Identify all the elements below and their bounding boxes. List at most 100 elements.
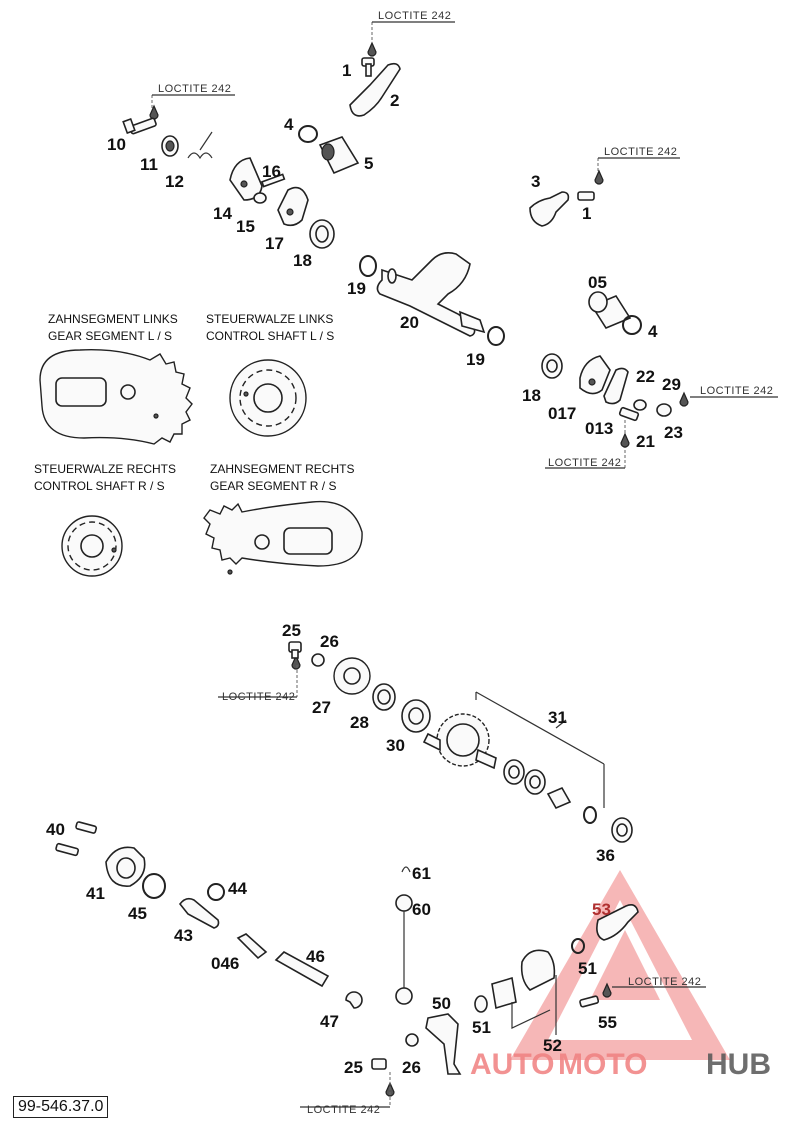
part-number: 21 [636,432,655,451]
watermark-text: AUTO MOTO HUB [470,1048,771,1081]
svg-text:LOCTITE 242: LOCTITE 242 [222,691,295,703]
loctite-label-55: LOCTITE 242 [612,976,706,988]
caption-control-shaft-rs: CONTROL SHAFT R / S [34,479,165,493]
part-number: 013 [585,419,613,438]
washer-26-bottom [405,1033,419,1047]
caption-gear-segment-ls: GEAR SEGMENT L / S [48,329,172,343]
bushing-18-top [309,219,335,249]
housing-41 [105,846,146,887]
control-shaft-right-reference [61,515,123,577]
part-number: 14 [213,204,232,223]
bushing-18-right [541,353,563,379]
part-number: 51 [472,1018,491,1037]
shift-drum-52 [491,949,556,1010]
o-ring-19-bottom [487,326,505,346]
part-number: 20 [400,313,419,332]
part-number: 017 [548,404,576,423]
svg-text:LOCTITE 242: LOCTITE 242 [604,146,677,158]
part-number: 11 [140,155,158,174]
bracket-52 [511,975,557,1035]
part-number: 44 [228,879,247,898]
loctite-label-lower-mid: LOCTITE 242 [545,420,626,469]
part-number: 5 [364,154,373,173]
ring-31d [583,806,597,824]
caption-steuerwalze-rechts: STEUERWALZE RECHTS [34,462,176,476]
part-number: 1 [342,61,351,80]
ring-31a [503,759,525,785]
washer-11 [161,135,179,157]
caption-control-shaft-ls: CONTROL SHAFT L / S [206,329,334,343]
part-number: 29 [662,375,681,394]
part-number: 4 [284,115,294,134]
rod-60 [395,894,413,1005]
washer-26-top [311,653,325,667]
pin-61 [401,866,411,873]
svg-text:LOCTITE 242: LOCTITE 242 [307,1104,380,1116]
part-number: 16 [262,162,281,181]
part-number: 45 [128,904,147,923]
screw-25-bottom [371,1058,387,1070]
spring-46 [274,951,330,988]
plate-14 [229,157,263,201]
svg-text:LOCTITE 242: LOCTITE 242 [628,976,701,988]
washer-22 [633,399,647,411]
part-number: 28 [350,713,369,732]
svg-text:LOCTITE 242: LOCTITE 242 [158,83,231,95]
plunger-43 [178,897,220,929]
part-number: 1 [582,204,591,223]
svg-text:HUB: HUB [706,1048,771,1081]
o-ring-44 [207,883,225,901]
loctite-label-right-mid: LOCTITE 242 [690,385,778,398]
part-number: 47 [320,1012,339,1031]
part-number: 26 [320,632,339,651]
lever-53 [596,904,639,941]
bracket-31 [475,691,605,808]
loctite-label-25-top: LOCTITE 242 [218,665,298,703]
caption-gear-segment-rs: GEAR SEGMENT R / S [210,479,336,493]
caption-zahnsegment-links: ZAHNSEGMENT LINKS [48,312,178,326]
gear-27 [333,657,371,695]
part-number: 61 [412,864,431,883]
lever-50 [425,1013,462,1075]
ring-31b [524,769,546,795]
part-number: 17 [265,234,284,253]
part-number: 52 [543,1036,562,1055]
part-number: 19 [466,350,485,369]
part-number: 046 [211,954,239,973]
screw-25-top [288,641,302,659]
screw-21 [618,406,640,422]
spring-12 [187,131,213,160]
part-number: 36 [596,846,615,865]
bolt-40 [75,821,98,834]
part-number: 43 [174,926,193,945]
bushing-31c [546,786,572,810]
washer-51-left [474,995,488,1013]
part-number: 27 [312,698,331,717]
svg-text:MOTO: MOTO [558,1048,647,1081]
part-number: 26 [402,1058,421,1077]
lever-2 [349,62,401,117]
bearing-36 [611,817,633,843]
bearing-30 [401,699,431,733]
svg-text:AUTO: AUTO [470,1048,554,1081]
gear-segment-017 [579,355,611,395]
gear-segment-left-reference [39,349,193,445]
part-number: 10 [107,135,126,154]
part-number: 40 [46,820,65,839]
part-number: 50 [432,994,451,1013]
svg-text:LOCTITE 242: LOCTITE 242 [378,10,451,22]
washer-51-right [571,938,585,954]
part-number: 41 [86,884,105,903]
part-number: 46 [306,947,325,966]
part-number: 60 [412,900,431,919]
caption-zahnsegment-rechts: ZAHNSEGMENT RECHTS [210,462,354,476]
part-number: 12 [165,172,184,191]
document-number: 99-546.37.0 [13,1096,109,1118]
bolt-40b [55,842,80,857]
part-number: 18 [293,251,312,270]
part-number: 05 [588,273,607,292]
part-number: 2 [390,91,399,110]
part-number: 4 [648,322,658,341]
plate-013 [603,367,629,405]
part-number: 15 [236,217,255,236]
